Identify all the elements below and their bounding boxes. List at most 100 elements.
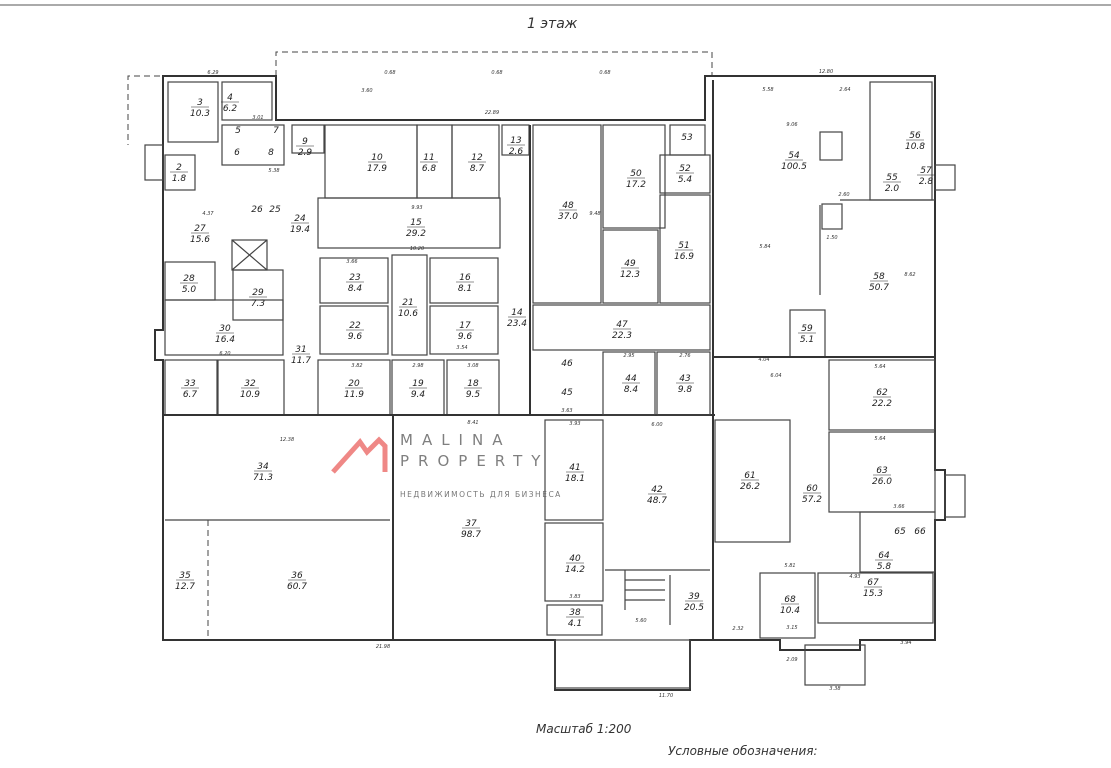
- room-label: 448.4: [622, 374, 640, 395]
- floor-title: 1 этаж: [527, 16, 578, 32]
- room-area: 2.0: [885, 184, 900, 194]
- dimension-label: 2.95: [623, 353, 634, 359]
- room-area: 60.7: [287, 582, 307, 592]
- room-area: 17.9: [367, 164, 387, 174]
- room-number: 35: [179, 571, 191, 581]
- room-number: 21: [402, 298, 413, 308]
- room-number: 42: [651, 485, 663, 495]
- room-number: 9: [302, 137, 308, 147]
- room-area: 2.8: [919, 177, 934, 187]
- dimension-label: 3.38: [829, 686, 840, 692]
- outer-walls: [144, 75, 966, 691]
- room-number: 29: [252, 288, 264, 298]
- dimension-label: 4.37: [202, 211, 214, 217]
- room-area: 5.1: [800, 335, 814, 345]
- room-area: 10.9: [240, 390, 260, 400]
- room-number: 36: [291, 571, 303, 581]
- dimension-label: 3.01: [252, 115, 263, 121]
- dimension-label: 3.63: [561, 408, 572, 414]
- room-number: 7: [273, 126, 279, 136]
- room-number: 33: [184, 379, 196, 389]
- dimension-label: 3.66: [893, 504, 904, 510]
- watermark-tagline: НЕДВИЖИМОСТЬ ДЛЯ БИЗНЕСА: [400, 490, 562, 499]
- dimension-label: 2.76: [679, 353, 690, 359]
- room-number: 5: [235, 126, 241, 136]
- room-label: 65: [894, 527, 906, 537]
- room-label: 6: [234, 148, 240, 158]
- room-number: 44: [625, 374, 637, 384]
- dimension-label: 9.93: [411, 205, 422, 211]
- room-label: 21.8: [170, 163, 188, 184]
- room-area: 50.7: [869, 283, 889, 293]
- room-number: 48: [562, 201, 574, 211]
- room-number: 54: [788, 151, 800, 161]
- room-label: 66: [914, 527, 926, 537]
- dimension-label: 8.41: [467, 420, 478, 426]
- room-label: 179.6: [456, 321, 474, 342]
- room-area: 9.6: [458, 332, 473, 342]
- dimension-label: 6.04: [770, 373, 781, 379]
- room-number: 53: [681, 133, 693, 143]
- room-area: 8.7: [470, 164, 485, 174]
- room-number: 25: [269, 205, 281, 215]
- room-label: 199.4: [409, 379, 427, 400]
- room-number: 63: [876, 466, 888, 476]
- room-number: 34: [257, 462, 269, 472]
- dimension-label: 12.80: [819, 69, 833, 75]
- room-number: 19: [412, 379, 424, 389]
- room-area: 22.2: [872, 399, 892, 409]
- room-label: 45: [561, 388, 573, 398]
- dimension-label: 21.98: [376, 644, 390, 650]
- dimension-label: 12.38: [280, 437, 294, 443]
- dimension-label: 2.32: [732, 626, 743, 632]
- room-area: 6.7: [183, 390, 198, 400]
- room-number: 38: [569, 608, 581, 618]
- room-area: 2.6: [509, 147, 524, 157]
- dimension-label: 5.38: [268, 168, 279, 174]
- dimension-label: 11.70: [659, 693, 673, 699]
- room-number: 2: [176, 163, 182, 173]
- room-area: 11.9: [344, 390, 364, 400]
- room-area: 2.9: [298, 148, 313, 158]
- room-area: 100.5: [781, 162, 807, 172]
- room-label: 229.6: [346, 321, 364, 342]
- room-label: 92.9: [296, 137, 314, 158]
- room-area: 22.3: [612, 331, 632, 341]
- room-area: 10.8: [905, 142, 925, 152]
- room-number: 13: [510, 136, 522, 146]
- room-number: 51: [678, 241, 689, 251]
- room-label: 5: [235, 126, 241, 136]
- room-number: 4: [227, 93, 233, 103]
- room-label: 645.8: [875, 551, 893, 572]
- dimension-label: 9.06: [786, 122, 797, 128]
- room-label: 46.2: [221, 93, 239, 114]
- room-label: 439.8: [676, 374, 694, 395]
- dimension-label: 3.93: [569, 421, 580, 427]
- dimension-label: 4.93: [849, 574, 860, 580]
- room-area: 10.3: [190, 109, 210, 119]
- legend-label: Условные обозначения:: [668, 744, 818, 758]
- room-area: 48.7: [647, 496, 667, 506]
- room-number: 6: [234, 148, 240, 158]
- room-label: 310.3: [190, 98, 210, 119]
- room-number: 47: [616, 320, 628, 330]
- room-number: 37: [465, 519, 477, 529]
- dimension-label: 3.94: [900, 640, 911, 646]
- room-label: 25: [269, 205, 281, 215]
- dimension-label: 2.98: [412, 363, 423, 369]
- room-area: 5.4: [678, 175, 693, 185]
